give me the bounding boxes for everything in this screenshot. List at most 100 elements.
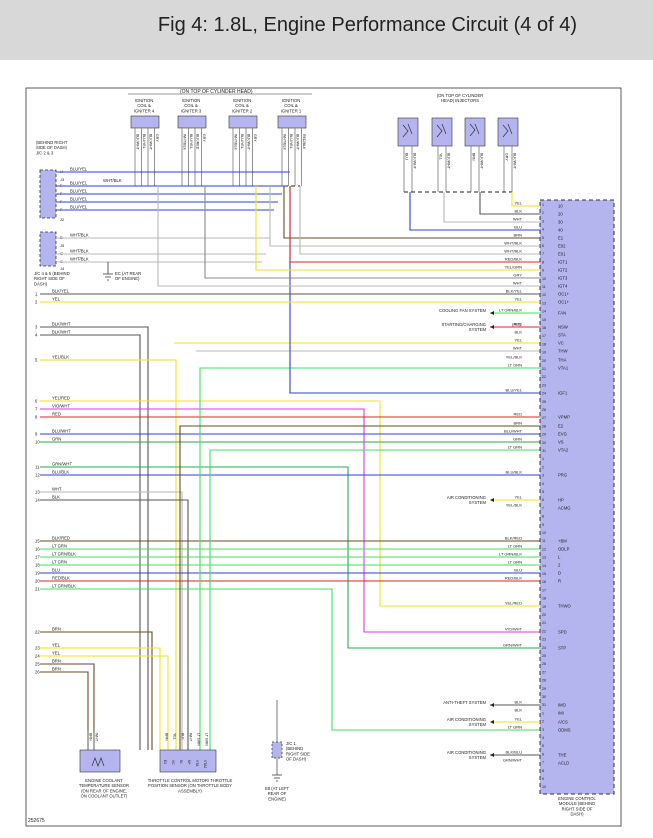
left-wire-label: VIO/WHT: [52, 404, 70, 409]
ecm-top-pin: E1: [558, 236, 564, 241]
left-wire-number: 17: [35, 555, 40, 560]
top-label: (ON TOP OF CYLINDER HEAD): [180, 89, 253, 95]
throttle-sensor-label: THROTTLE CONTROL MOTOR/ THROTTLE: [148, 778, 233, 783]
jc-pin: J2: [60, 217, 65, 222]
sensor-pin-label: LT GRN: [205, 733, 209, 746]
ecm-ext-label: SYSTEM: [469, 500, 487, 505]
coolant-sensor-label: ON COOLANT OUTLET): [81, 794, 128, 799]
injector-label: HEAD) INJECTORS: [441, 98, 479, 103]
left-wire-label: WHT: [52, 487, 62, 492]
coil-label: IGNITION: [135, 98, 154, 103]
left-wire-number: 15: [35, 539, 40, 544]
ecm-pin-number: 21: [542, 621, 546, 625]
ecm-arrow-icon: [490, 720, 494, 724]
ecm-pin-name: VTA2: [558, 448, 569, 453]
ecm-top-wire-label: RED/BLK: [505, 257, 522, 262]
left-wire-number: 7: [35, 407, 38, 412]
diagram-frame: [25, 87, 622, 827]
ecm-pin-number: 16: [542, 580, 546, 584]
coil-pin-label: BLK/WHT: [149, 134, 153, 151]
jc-wire-label: WHT/BLK: [70, 249, 89, 254]
ecm-wire-label: VIO/WHT: [505, 627, 523, 632]
ecm-wire-label: LT GRN: [508, 445, 522, 450]
injector-box: [464, 117, 486, 147]
left-wire: [40, 491, 183, 750]
sensor-pin-label: BRN: [165, 733, 169, 741]
left-wire-number: 5: [35, 358, 38, 363]
ecm-pin-number: 14: [542, 310, 546, 314]
ecm-ext-label: AIR CONDITIONING: [447, 717, 486, 722]
ecm-pin-number: 4: [542, 482, 544, 486]
route-wire: [199, 367, 540, 750]
injector-box: [497, 117, 519, 147]
ecm-pin-number: 18: [542, 342, 546, 346]
injector-box: [397, 117, 419, 147]
left-wire-number: 24: [35, 654, 40, 659]
ecm-pin-number: 12: [542, 547, 546, 551]
coil-pin-label: BLK/WHT: [296, 134, 300, 151]
left-wire-label: LT GRN: [52, 544, 67, 549]
ecm-pin-number: 18: [542, 597, 546, 601]
ecm-pin-number: 27: [542, 416, 546, 420]
ecm-pin-number: 9: [542, 269, 544, 273]
ecm-arrow-icon: [490, 498, 494, 502]
throttle-sensor-label: POSITION SENSOR (ON THROTTLE BODY: [148, 783, 232, 788]
ecm-top-pin: 30: [558, 220, 563, 225]
ecm-pin-number: 24: [542, 646, 546, 650]
ecm-label: MODULE (BEHIND: [559, 801, 595, 806]
coil-pin-label: GRY: [155, 134, 159, 142]
ecm-pin-number: 3: [542, 728, 544, 732]
coolant-sensor-label: ENGINE COOLANT: [85, 778, 123, 783]
ecm-pin-number: 6: [542, 752, 544, 756]
ecm-pin-number: 5: [542, 744, 544, 748]
jc23-label: SIDE OF DASH): [36, 145, 68, 150]
left-wire-number: 23: [35, 646, 40, 651]
coil-pin-label: WHT/BLK: [283, 134, 287, 151]
coolant-sensor-label: (ON REAR OF ENGINE,: [81, 788, 127, 793]
left-wire: [40, 359, 177, 750]
ecm-wire-label: LT GRN: [508, 363, 522, 368]
ecm-wire-label: GRN/WHT: [503, 643, 523, 648]
ecm-pin-name: R: [558, 579, 561, 584]
left-wire: [40, 655, 169, 750]
coil-pin-label: BLK/RED: [196, 134, 200, 150]
ecm-pin-number: 31: [542, 703, 546, 707]
left-wire-label: BLK: [52, 495, 60, 500]
left-wire-number: 10: [35, 440, 40, 445]
jc1-label: OF DASH): [286, 757, 307, 762]
left-wire: [40, 631, 153, 750]
left-wire: [40, 663, 95, 750]
ecm-top-pin: 20: [558, 212, 563, 217]
ecm-pin-name: STA: [558, 333, 566, 338]
ecm-pin-number: 20: [542, 613, 546, 617]
injector-pin-label: YEL: [439, 153, 443, 160]
ecm-top-wire: [511, 192, 540, 207]
left-wire-number: 6: [35, 399, 38, 404]
ecm-top-pin: IGT2: [558, 268, 568, 273]
ecm-top-wire: [299, 186, 540, 255]
sensor-terminal: M+: [187, 760, 191, 765]
left-wire-label: YEL: [52, 643, 61, 648]
ecm-label: RIGHT SIDE OF: [562, 806, 593, 811]
ecm-pin-name: FAN: [558, 311, 566, 316]
injector-pin-label: BLK/WHT: [447, 153, 451, 170]
left-wire-number: 16: [35, 547, 40, 552]
left-wire-number: 1: [35, 292, 38, 297]
ecm-pin-number: 2: [542, 211, 544, 215]
ecm-pin-number: 16: [542, 326, 546, 330]
left-wire-label: BLK/RED: [52, 536, 70, 541]
left-wire-number: 11: [35, 465, 40, 470]
coil-label: IGNITION: [182, 98, 201, 103]
injector-coil-icon: [469, 123, 480, 137]
throttle-sensor-box: [159, 749, 217, 773]
ecm-box: [539, 199, 615, 795]
figure-id: 252675: [28, 818, 45, 824]
ecm-pin-number: 6: [542, 244, 544, 248]
ecm-pin-name: STP: [558, 646, 566, 651]
left-wire-number: 26: [35, 670, 40, 675]
ecm-pin-number: 29: [542, 687, 546, 691]
ecm-top-wire: [283, 186, 540, 239]
ecm-wire-label: GRN/WHT: [503, 758, 523, 763]
